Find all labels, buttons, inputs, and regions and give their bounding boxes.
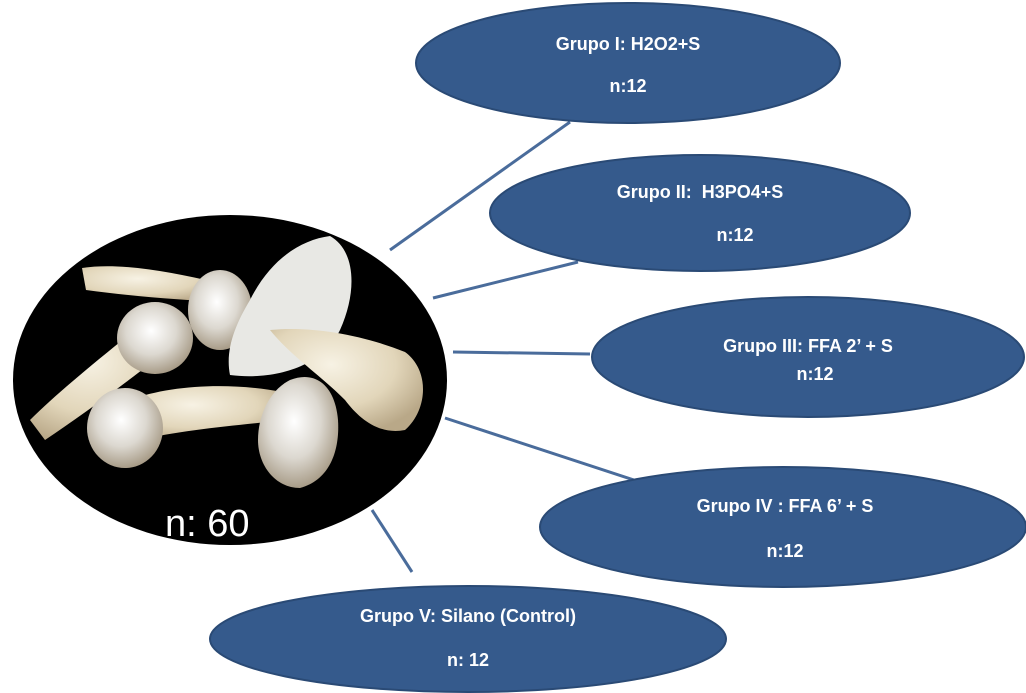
group-ellipse-4 [540,467,1026,587]
connector-group-4 [445,418,640,482]
group-node-3: Grupo III: FFA 2’ + S n:12 [592,297,1024,417]
group-node-2: Grupo II: H3PO4+S n:12 [490,155,910,271]
connector-group-3 [453,352,590,354]
group-count-1: n:12 [609,76,646,96]
sample-size-label: n: 60 [165,503,250,545]
group-ellipse-1 [416,3,840,123]
group-ellipse-3 [592,297,1024,417]
connector-group-5 [372,510,412,572]
group-ellipse-5 [210,586,726,692]
group-node-5: Grupo V: Silano (Control) n: 12 [210,586,726,692]
teeth-photo: n: 60 [13,215,447,545]
group-title-4: Grupo IV : FFA 6’ + S [697,496,874,516]
tooth-5-crown [87,388,163,468]
group-node-4: Grupo IV : FFA 6’ + S n:12 [540,467,1026,587]
group-title-1: Grupo I: H2O2+S [556,34,701,54]
group-count-5: n: 12 [447,650,489,670]
group-title-2: Grupo II: H3PO4+S [617,182,784,202]
group-ellipse-2 [490,155,910,271]
group-count-3: n:12 [796,364,833,384]
group-title-3: Grupo III: FFA 2’ + S [723,336,893,356]
group-title-5: Grupo V: Silano (Control) [360,606,576,626]
tooth-2-crown [117,302,193,374]
group-count-4: n:12 [766,541,803,561]
group-node-1: Grupo I: H2O2+S n:12 [416,3,840,123]
group-count-2: n:12 [716,225,753,245]
connector-group-2 [433,262,578,298]
